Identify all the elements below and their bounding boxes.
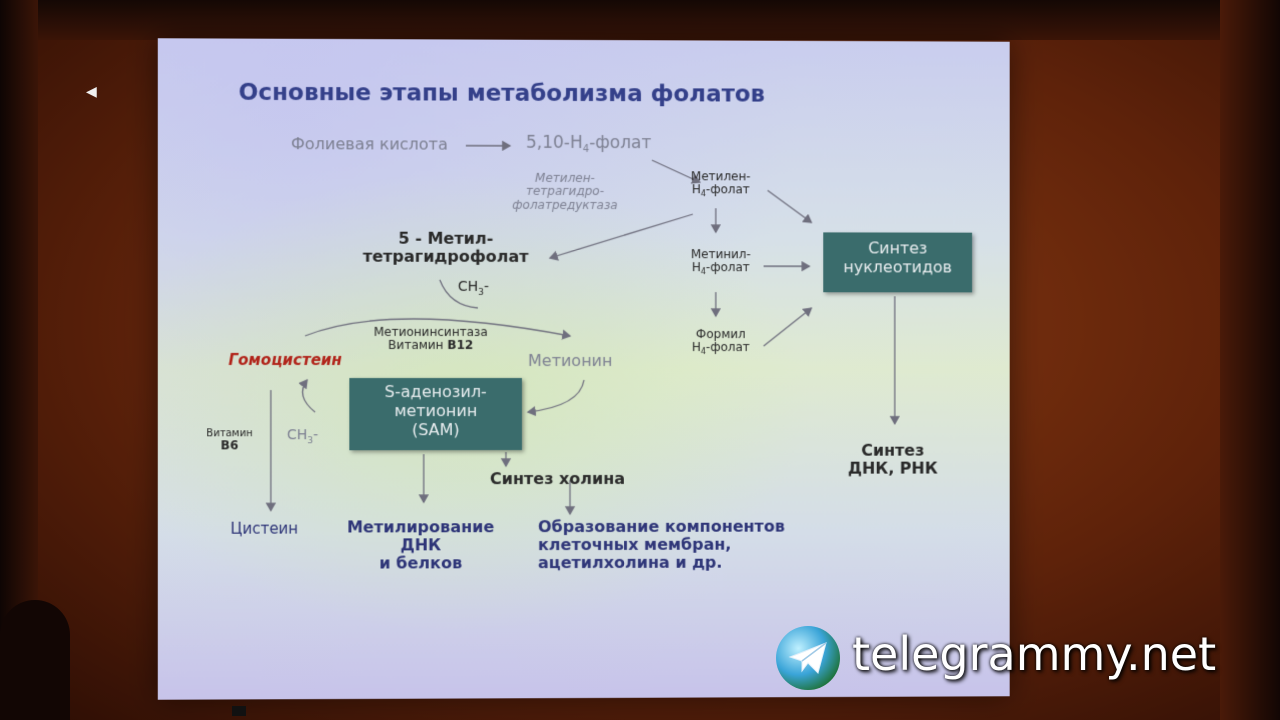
methionine-synthase-label: Метионинсинтаза Витамин B12 <box>373 324 488 353</box>
paper-plane-icon <box>788 642 827 674</box>
room-right <box>1220 0 1280 720</box>
watermark-text: telegrammy.net <box>852 627 1217 681</box>
homocysteine-label: Гомоцистеин <box>228 350 343 369</box>
diagram-arrows <box>158 38 1010 700</box>
audience-silhouette <box>0 600 70 720</box>
nucleotide-synthesis-box: Синтез нуклеотидов <box>823 232 973 293</box>
vitamin-b6-label: Витамин B6 <box>206 428 253 453</box>
choline-synthesis-label: Синтез холина <box>489 468 626 489</box>
floor-object <box>232 706 246 716</box>
formyl-folate-label: Формил Н4-фолат <box>691 327 750 357</box>
methyl-thf-label: 5 - Метил- тетрагидрофолат <box>362 228 529 266</box>
cysteine-label: Цистеин <box>230 519 299 538</box>
projected-slide: Основные этапы метаболизма фолатов Фолие… <box>158 38 1010 700</box>
room-top <box>0 0 1280 40</box>
pointer-icon: ◀ <box>86 84 97 100</box>
thf-label: 5,10-Н4-фолат <box>525 132 652 156</box>
methenyl-folate-label: Метинил- Н4-фолат <box>690 247 751 277</box>
methylene-folate-label: Метилен- Н4-фолат <box>690 169 751 200</box>
methionine-label: Метионин <box>527 350 613 371</box>
ch3-top-label: CH3- <box>457 278 490 298</box>
dna-rna-synthesis-label: Синтез ДНК, РНК <box>847 440 938 478</box>
sam-box: S-аденозил- метионин (SAM) <box>349 378 522 451</box>
slide-title: Основные этапы метаболизма фолатов <box>238 79 765 108</box>
folic-acid-label: Фолиевая кислота <box>290 134 448 154</box>
ch3-bottom-label: CH3- <box>286 427 319 447</box>
methylation-label: Метилирование ДНК и белков <box>346 517 495 573</box>
membrane-components-label: Образование компонентов клеточных мембра… <box>537 516 785 572</box>
enzyme-mthfr-label: Метилен- тетрагидро- фолатредуктаза <box>512 170 618 212</box>
